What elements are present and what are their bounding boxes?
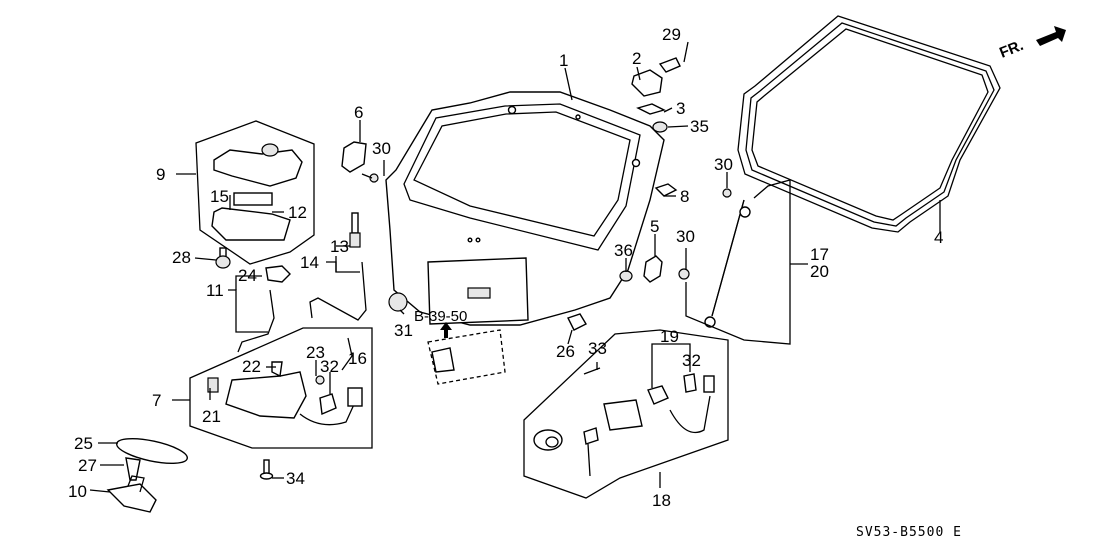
callout-13[interactable]: 13 [330, 237, 349, 256]
svg-text:FR.: FR. [997, 37, 1026, 62]
stay-bracket-upper-part[interactable] [341, 141, 379, 183]
callout-18[interactable]: 18 [652, 491, 671, 510]
callout-14[interactable]: 14 [300, 253, 319, 272]
leader-lines [89, 41, 941, 493]
callout-32-b[interactable]: 32 [682, 351, 701, 370]
clip-24-part[interactable] [265, 265, 291, 283]
callout-12[interactable]: 12 [288, 203, 307, 222]
callout-10[interactable]: 10 [68, 482, 87, 501]
stopper-part[interactable] [654, 183, 678, 197]
callout-31[interactable]: 31 [394, 321, 413, 340]
callout-7[interactable]: 7 [152, 391, 161, 410]
callout-29[interactable]: 29 [662, 25, 681, 44]
bolt-30-upper-part[interactable] [722, 188, 732, 198]
striker-10-part[interactable] [106, 475, 157, 513]
hinge-part[interactable] [631, 57, 681, 133]
callout-35[interactable]: 35 [690, 117, 709, 136]
callout-8[interactable]: 8 [680, 187, 689, 206]
callout-21[interactable]: 21 [202, 407, 221, 426]
callout-19[interactable]: 19 [660, 327, 679, 346]
callout-30-b[interactable]: 30 [714, 155, 733, 174]
cover-25-part[interactable] [115, 434, 190, 469]
bolt-28-part[interactable] [215, 247, 231, 269]
rod-14-part[interactable] [309, 261, 367, 321]
callout-16[interactable]: 16 [348, 349, 367, 368]
callout-labels: 1 2 3 4 5 6 7 8 9 10 11 12 13 14 15 16 1… [68, 25, 943, 510]
callout-26-27[interactable]: 27 [78, 456, 97, 475]
callout-11[interactable]: 11 [206, 281, 224, 300]
callout-30-c[interactable]: 30 [676, 227, 695, 246]
rod-11-part[interactable] [237, 289, 275, 353]
arrow-right-icon [1036, 26, 1066, 46]
callout-26[interactable]: 26 [556, 342, 575, 361]
callout-5[interactable]: 5 [650, 217, 659, 236]
callout-23[interactable]: 23 [306, 343, 325, 362]
reference-note[interactable]: B-39-50 [414, 308, 467, 325]
grommet-31-part[interactable] [388, 292, 408, 312]
callout-9[interactable]: 9 [156, 165, 165, 184]
callout-1[interactable]: 1 [559, 51, 568, 70]
cylinder-assembly-group[interactable] [523, 329, 729, 499]
callout-22[interactable]: 22 [242, 357, 261, 376]
callout-30-a[interactable]: 30 [372, 139, 391, 158]
cushion-26-part[interactable] [567, 313, 587, 331]
screw-34-part[interactable] [259, 459, 274, 480]
cushion-36-part[interactable] [619, 270, 633, 282]
callout-25[interactable]: 25 [74, 434, 93, 453]
callout-6[interactable]: 6 [354, 103, 363, 122]
gas-stay-part[interactable] [685, 179, 791, 345]
callout-28[interactable]: 28 [172, 248, 191, 267]
callout-15[interactable]: 15 [210, 187, 229, 206]
front-direction-indicator: FR. [997, 26, 1066, 62]
light-assembly-group[interactable] [195, 120, 315, 265]
reference-inset [427, 322, 506, 385]
callout-3[interactable]: 3 [676, 99, 685, 118]
callout-20[interactable]: 20 [810, 262, 829, 281]
callout-36[interactable]: 36 [614, 241, 633, 260]
bolt-stud-part[interactable] [349, 212, 361, 248]
stay-bracket-part[interactable] [643, 255, 663, 283]
tailgate-part[interactable] [385, 91, 665, 326]
bolt-30-part[interactable] [678, 268, 690, 280]
weatherstrip-part[interactable] [737, 15, 1001, 233]
callout-4[interactable]: 4 [934, 228, 943, 247]
screw-27-part[interactable] [125, 457, 141, 481]
callout-32-a[interactable]: 32 [320, 357, 339, 376]
drawing-code: SV53-B5500 E [856, 525, 962, 540]
callout-17[interactable]: 17 [810, 245, 829, 264]
callout-33[interactable]: 33 [588, 339, 607, 358]
callout-2[interactable]: 2 [632, 49, 641, 68]
callout-34[interactable]: 34 [286, 469, 305, 488]
arrow-up-icon [440, 322, 452, 338]
latch-assembly-group[interactable] [189, 327, 373, 449]
callout-24[interactable]: 24 [238, 266, 257, 285]
